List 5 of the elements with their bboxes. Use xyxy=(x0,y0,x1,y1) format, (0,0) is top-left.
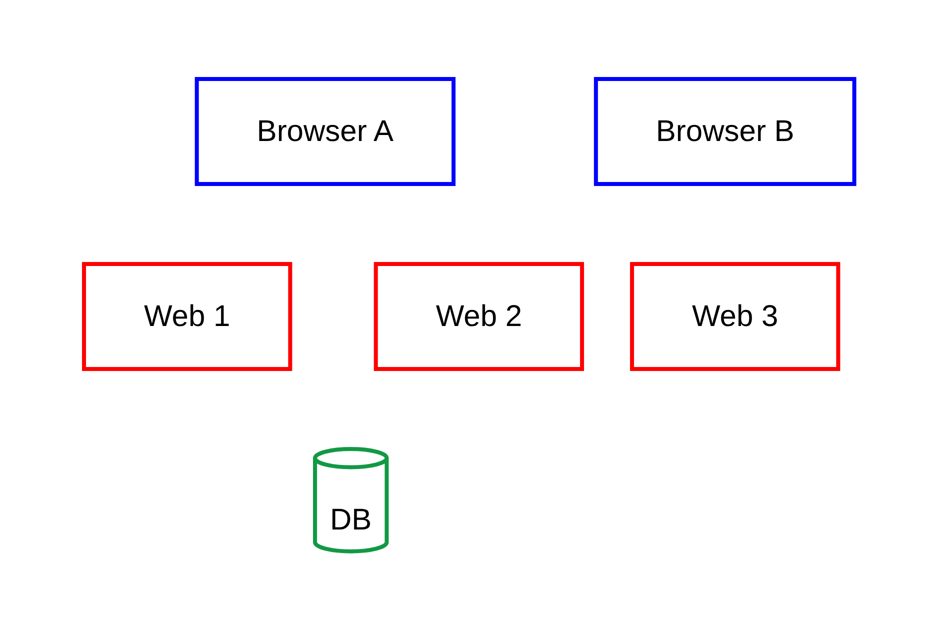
node-box: Web 1 xyxy=(82,262,292,371)
node-box: Web 2 xyxy=(374,262,584,371)
node-box: Browser B xyxy=(594,76,856,186)
node-box: Browser A xyxy=(194,76,456,186)
node-box: Web 3 xyxy=(630,262,840,371)
